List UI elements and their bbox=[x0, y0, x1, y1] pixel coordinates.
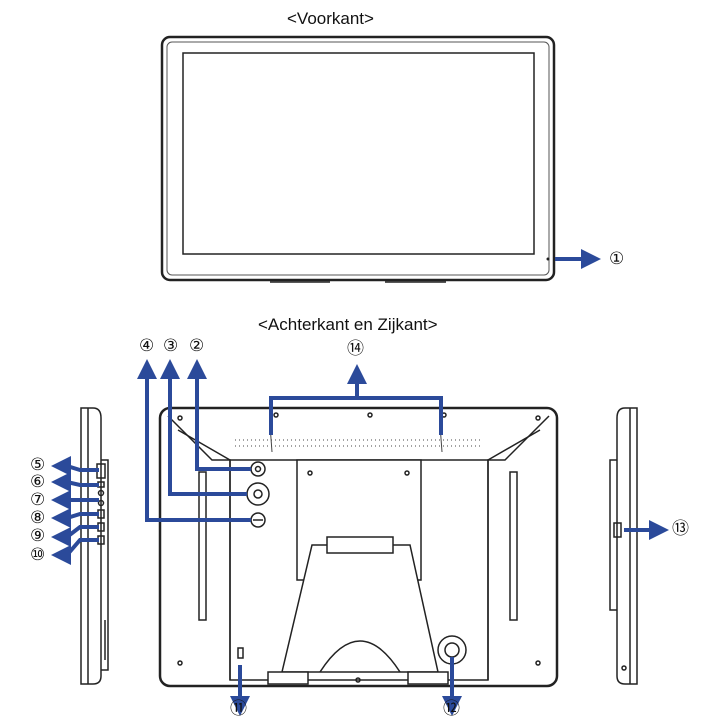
callout-3: ③ bbox=[163, 336, 179, 356]
callout-2: ② bbox=[189, 336, 205, 356]
back-monitor bbox=[158, 406, 559, 688]
arrow-2 bbox=[187, 359, 251, 471]
callout-9: ⑨ bbox=[30, 526, 46, 546]
callout-8: ⑧ bbox=[30, 508, 46, 528]
callout-11: ⑪ bbox=[230, 699, 247, 719]
side-arrows-5-10 bbox=[51, 456, 99, 565]
callout-14: ⑭ bbox=[347, 339, 364, 359]
callout-5: ⑤ bbox=[30, 455, 46, 475]
arrow-5 bbox=[51, 456, 99, 476]
front-screen bbox=[182, 52, 535, 255]
arrow-6 bbox=[51, 472, 99, 492]
front-monitor bbox=[160, 35, 556, 283]
arrow-8 bbox=[51, 508, 99, 528]
callout-4: ④ bbox=[139, 336, 155, 356]
callout-10: ⑩ bbox=[30, 545, 46, 565]
power-led bbox=[546, 257, 550, 261]
callout-6: ⑥ bbox=[30, 472, 46, 492]
callout-7: ⑦ bbox=[30, 490, 46, 510]
back-arrows bbox=[137, 359, 462, 716]
arrow-4 bbox=[137, 359, 251, 522]
right-side-monitor bbox=[609, 407, 638, 685]
left-side-monitor bbox=[80, 407, 109, 685]
front-view-title: <Voorkant> bbox=[287, 9, 374, 28]
callout-12: ⑫ bbox=[443, 699, 460, 719]
back-side-view-title: <Achterkant en Zijkant> bbox=[258, 315, 438, 334]
callout-13: ⑬ bbox=[672, 519, 689, 539]
callout-1: ① bbox=[609, 249, 625, 269]
arrow-10 bbox=[51, 538, 99, 565]
arrow-9 bbox=[51, 525, 99, 547]
arrow-3 bbox=[160, 359, 247, 496]
